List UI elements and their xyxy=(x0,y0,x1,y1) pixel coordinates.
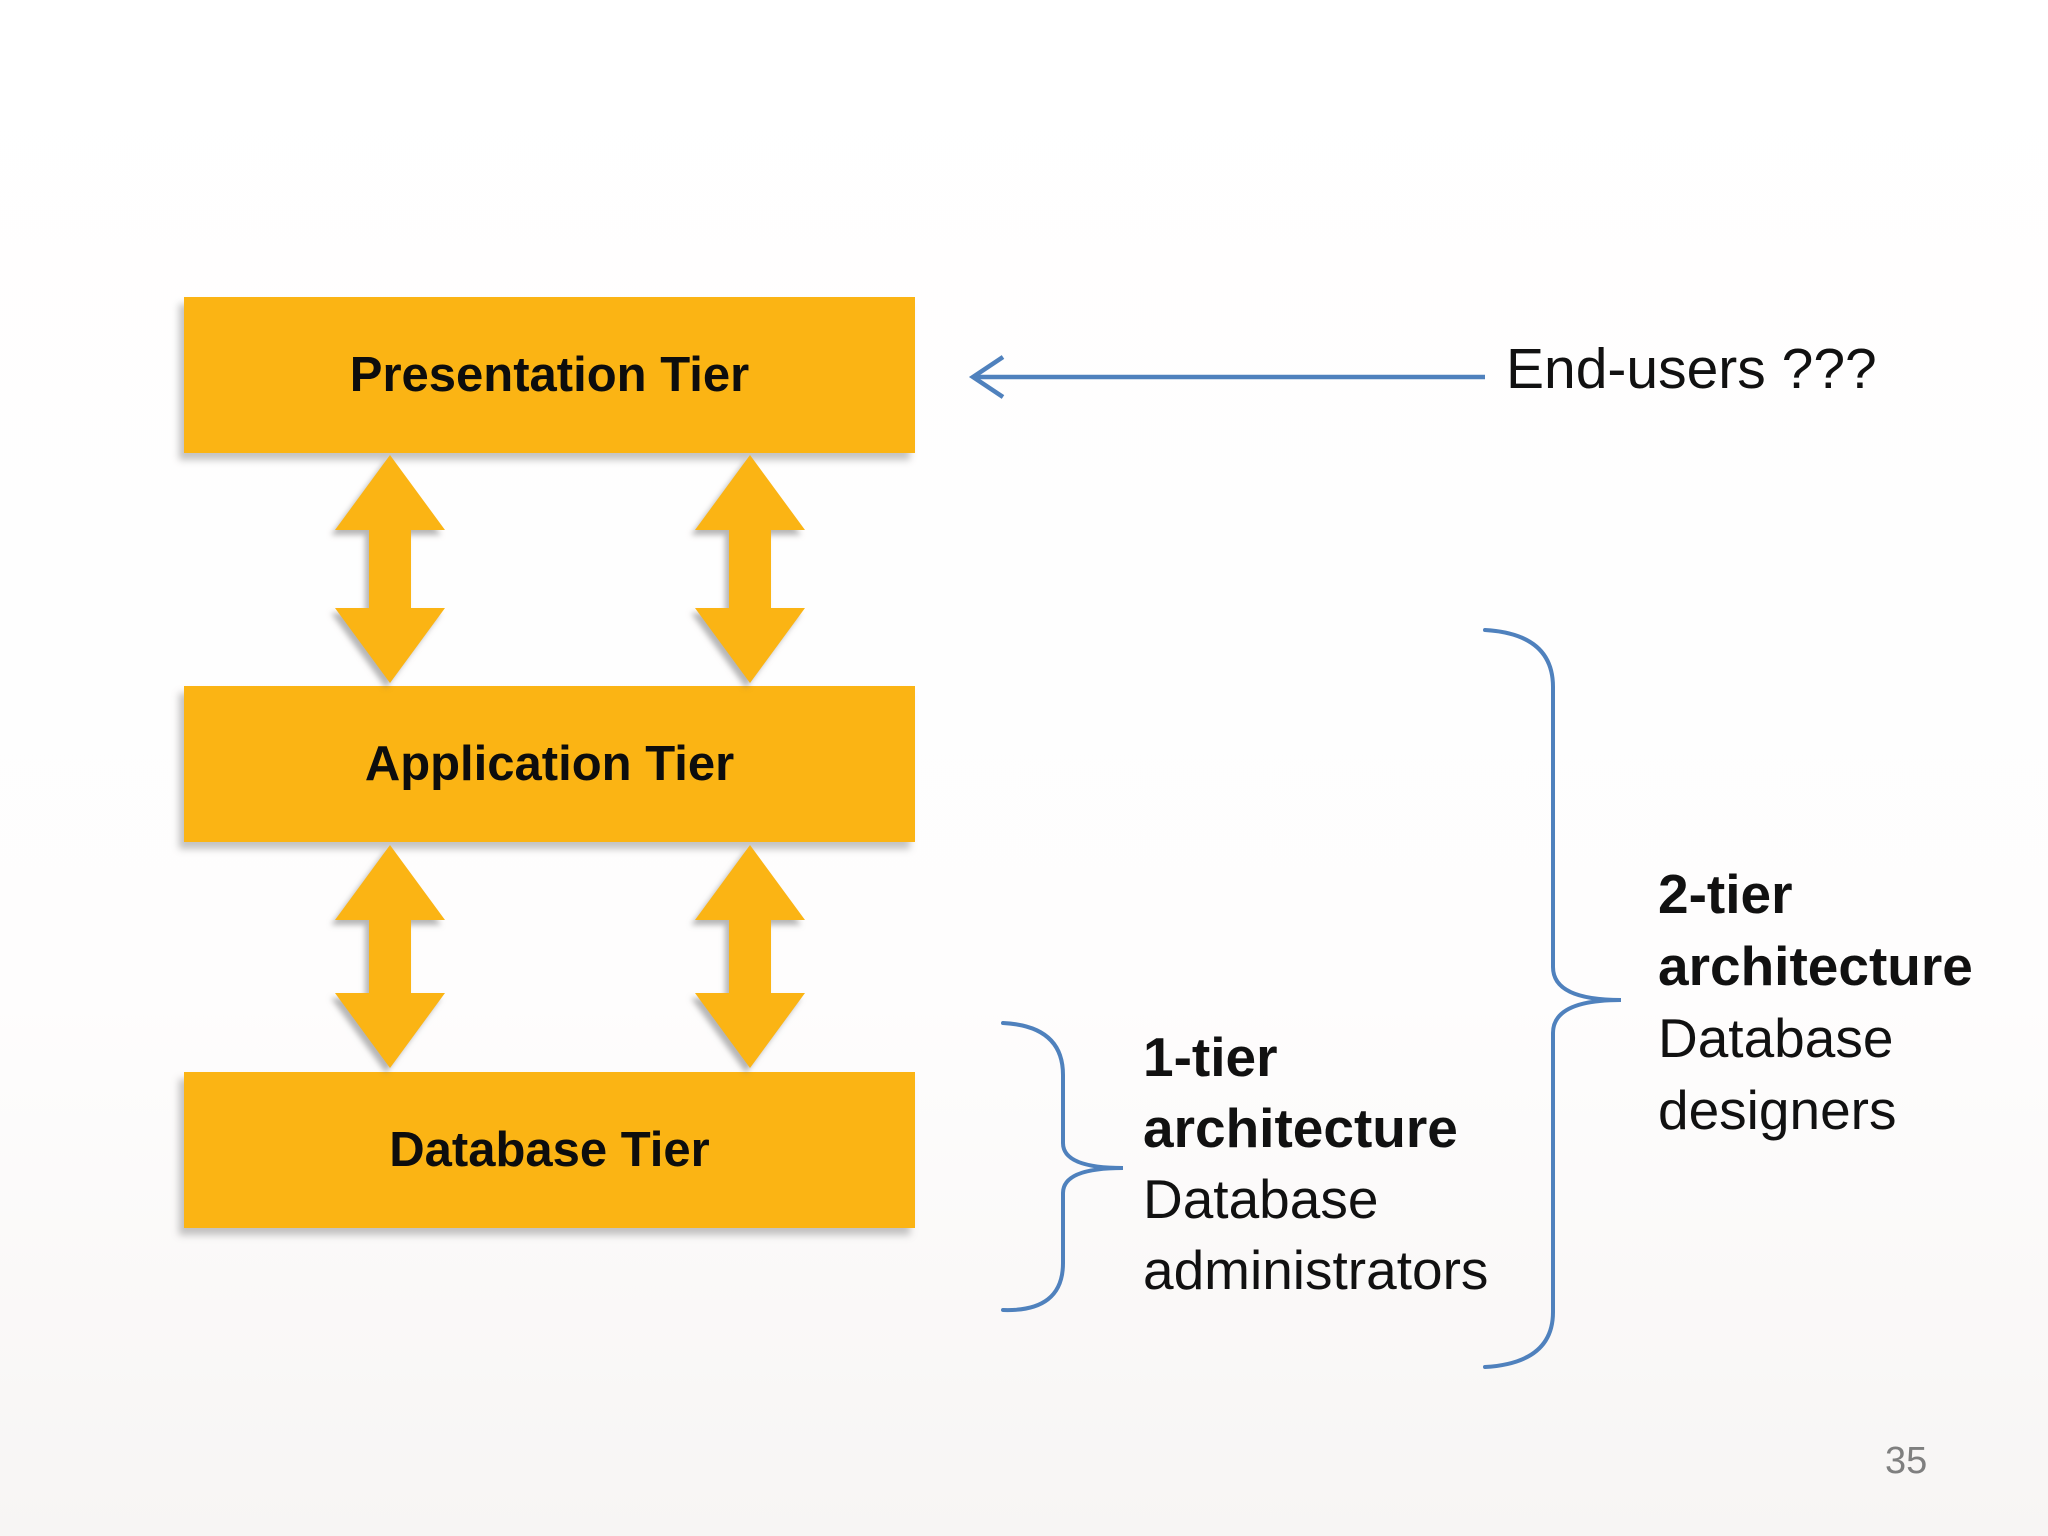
one-tier-line: 1-tier xyxy=(1143,1026,1278,1088)
two-tier-line: Database xyxy=(1658,1007,1894,1069)
presentation-tier-box: Presentation Tier xyxy=(184,297,915,453)
double-arrow-icon xyxy=(335,455,445,683)
one-tier-brace-icon xyxy=(1001,1021,1124,1313)
application-tier-box: Application Tier xyxy=(184,686,915,842)
double-arrow-icon xyxy=(695,845,805,1068)
database-tier-box: Database Tier xyxy=(184,1072,915,1228)
end-users-arrow-icon xyxy=(968,355,1485,399)
application-tier-label: Application Tier xyxy=(364,737,735,791)
one-tier-line: administrators xyxy=(1143,1239,1489,1301)
end-users-label: End-users ??? xyxy=(1506,337,1877,401)
one-tier-line: Database xyxy=(1143,1168,1379,1230)
one-tier-line: architecture xyxy=(1143,1097,1458,1159)
two-tier-brace-icon xyxy=(1483,628,1622,1369)
one-tier-annotation: 1-tier architecture Database administrat… xyxy=(1143,1022,1488,1306)
double-arrow-icon xyxy=(695,455,805,683)
two-tier-line: designers xyxy=(1658,1079,1897,1141)
two-tier-line: architecture xyxy=(1658,935,1973,997)
two-tier-line: 2-tier xyxy=(1658,863,1793,925)
two-tier-annotation: 2-tier architecture Database designers xyxy=(1658,858,1973,1146)
presentation-tier-label: Presentation Tier xyxy=(349,348,750,402)
page-number: 35 xyxy=(1885,1440,1928,1482)
double-arrow-icon xyxy=(335,845,445,1068)
database-tier-label: Database Tier xyxy=(389,1123,710,1177)
